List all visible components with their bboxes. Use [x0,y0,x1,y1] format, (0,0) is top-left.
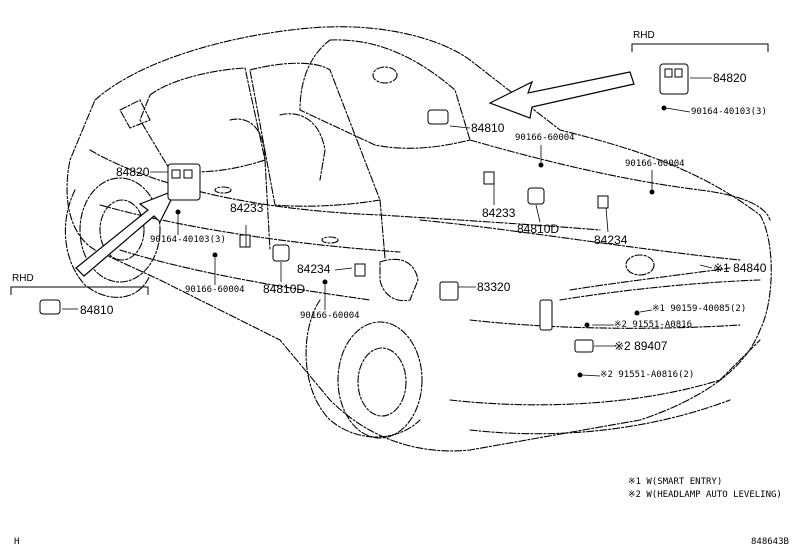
footnote-headlamp-leveling: ※2 W(HEADLAMP AUTO LEVELING) [628,490,782,500]
callout-84233-left: 84233 [230,201,264,215]
callout-91551-a: ※2 91551-A0816 [614,320,692,330]
corner-code-left: H [14,537,20,547]
callout-90164-top: 90164-40103(3) [691,107,767,117]
rhd-label-left: RHD [12,273,34,284]
callout-84810-center: 84810 [471,121,505,135]
callout-90166-b: 90166-60004 [625,159,685,169]
callout-91551-b: ※2 91551-A0816(2) [600,370,695,380]
callout-83320: 83320 [477,280,511,294]
callout-84820-top: 84820 [713,71,747,85]
callout-84233-center: 84233 [482,206,516,220]
callout-90166-d: 90166-60004 [185,285,245,295]
callout-90164-left: 90164-40103(3) [150,235,226,245]
callout-90166-a: 90166-60004 [515,133,575,143]
callout-84840: ※1 84840 [713,261,767,275]
callout-84810d-center: 84810D [517,222,560,236]
callout-84810-left: 84810 [80,303,114,317]
footnote-smart-entry: ※1 W(SMART ENTRY) [628,477,723,487]
diagram-id-code: 848643B [751,537,789,547]
callout-90159: ※1 90159-40085(2) [652,304,747,314]
callout-90166-c: 90166-60004 [300,311,360,321]
callout-84234-right: 84234 [594,233,628,247]
callout-84234-left: 84234 [297,262,331,276]
callout-84820-left: 84820 [116,165,150,179]
callout-84810d-left: 84810D [263,282,306,296]
callout-89407: ※2 89407 [614,339,668,353]
rhd-label-top: RHD [633,30,655,41]
